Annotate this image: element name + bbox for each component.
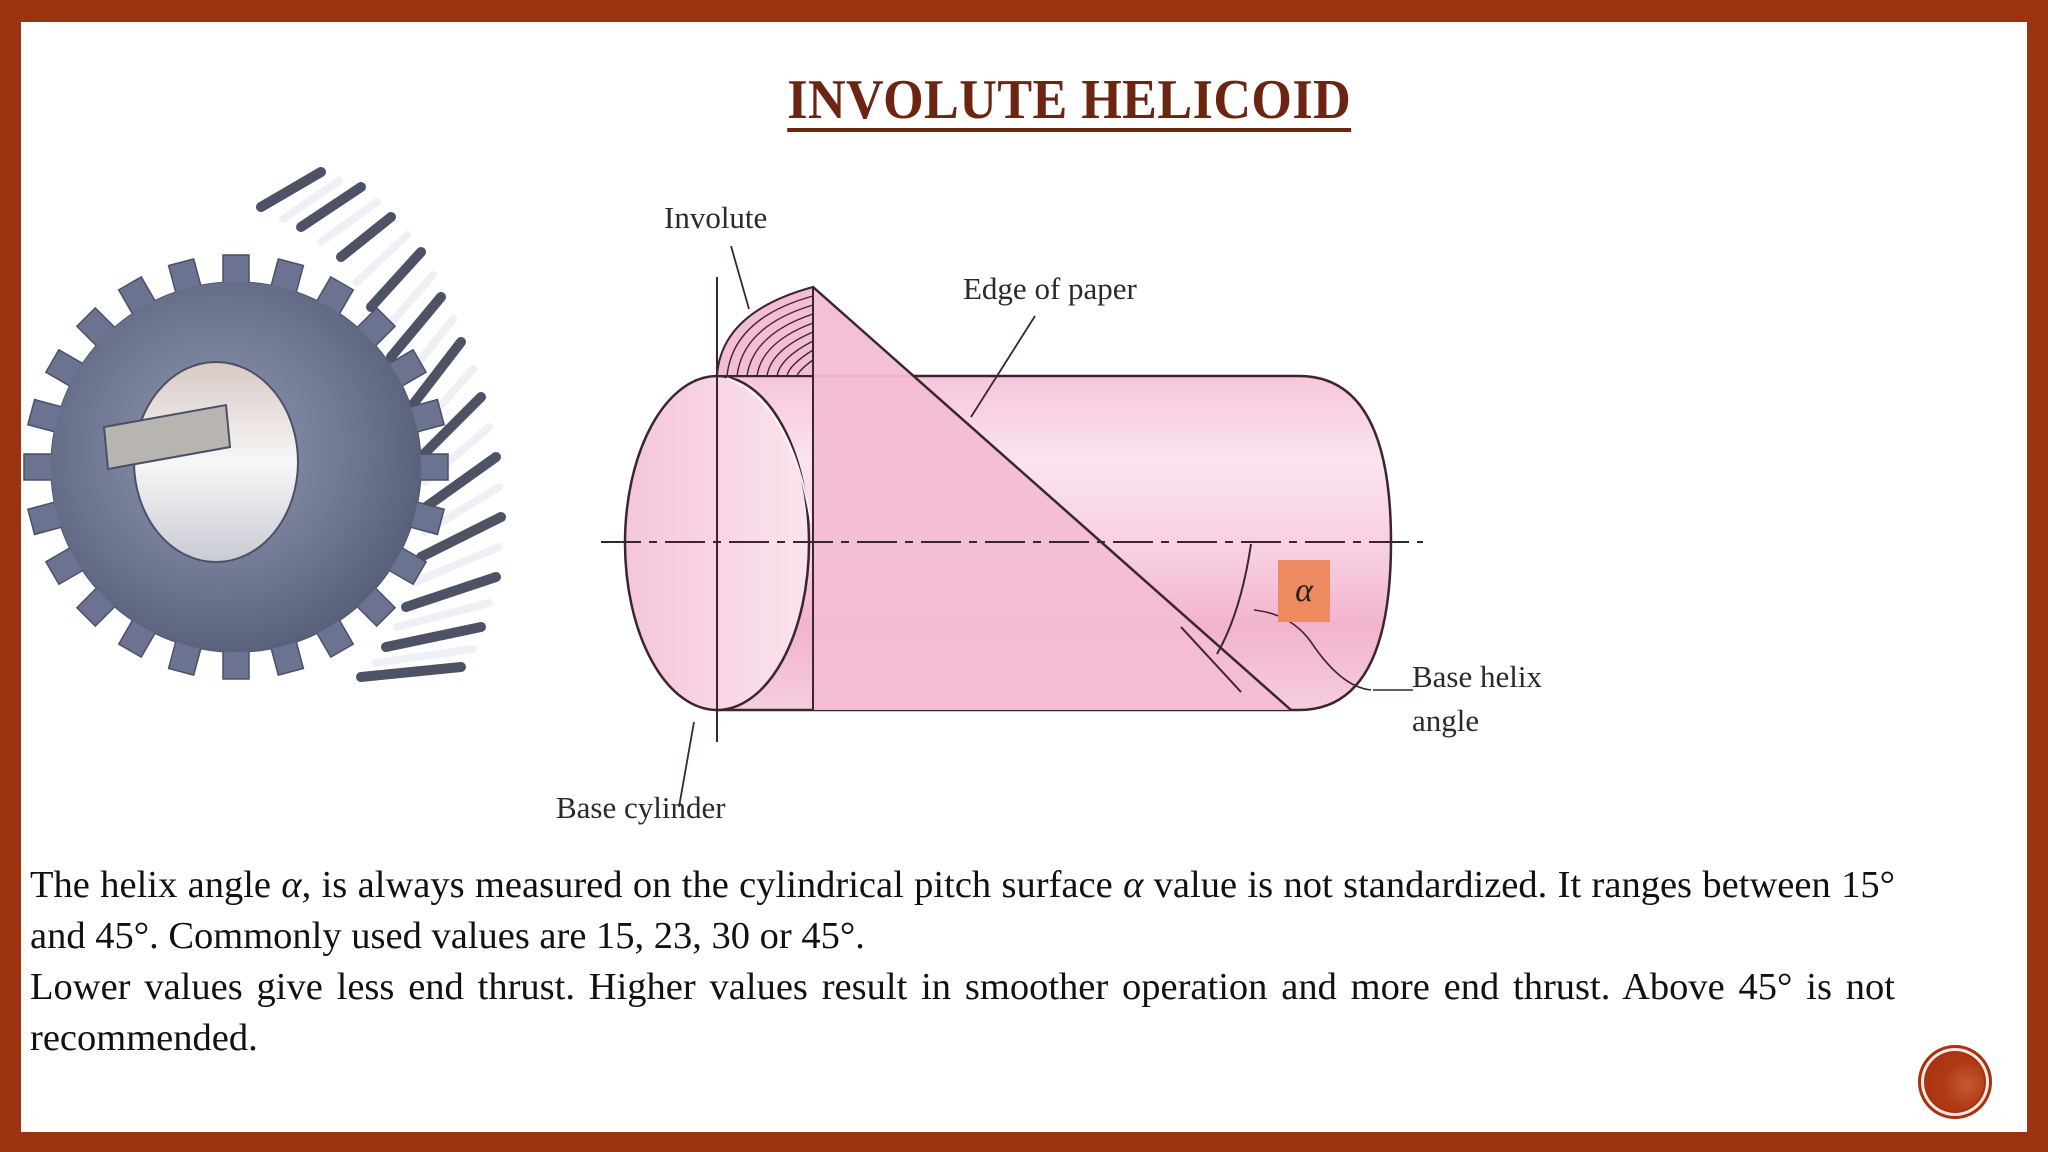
label-base-helix-angle-line2: angle [1412,703,1480,738]
alpha-symbol: α [1295,572,1313,609]
slide-title: INVOLUTE HELICOID [21,68,2027,132]
label-involute: Involute [664,200,768,235]
paragraph-helix-angle: The helix angle α, is always measured on… [30,864,1895,957]
label-base-helix-angle-line1: Base helix [1412,659,1542,694]
label-edge-of-paper: Edge of paper [963,271,1137,306]
alpha-label-box: α [1278,560,1330,622]
paragraph-end-thrust: Lower values give less end thrust. Highe… [30,966,1895,1059]
badge-inner-circle [1926,1053,1984,1111]
slide-number-badge-icon [1918,1045,1992,1119]
body-text: The helix angle α, is always measured on… [30,860,1895,1064]
label-base-cylinder: Base cylinder [556,790,726,825]
slide-title-text: INVOLUTE HELICOID [787,69,1351,131]
helical-gear-image [23,167,506,682]
involute-helicoid-diagram [601,245,1423,808]
slide-canvas: INVOLUTE HELICOID [21,22,2027,1132]
